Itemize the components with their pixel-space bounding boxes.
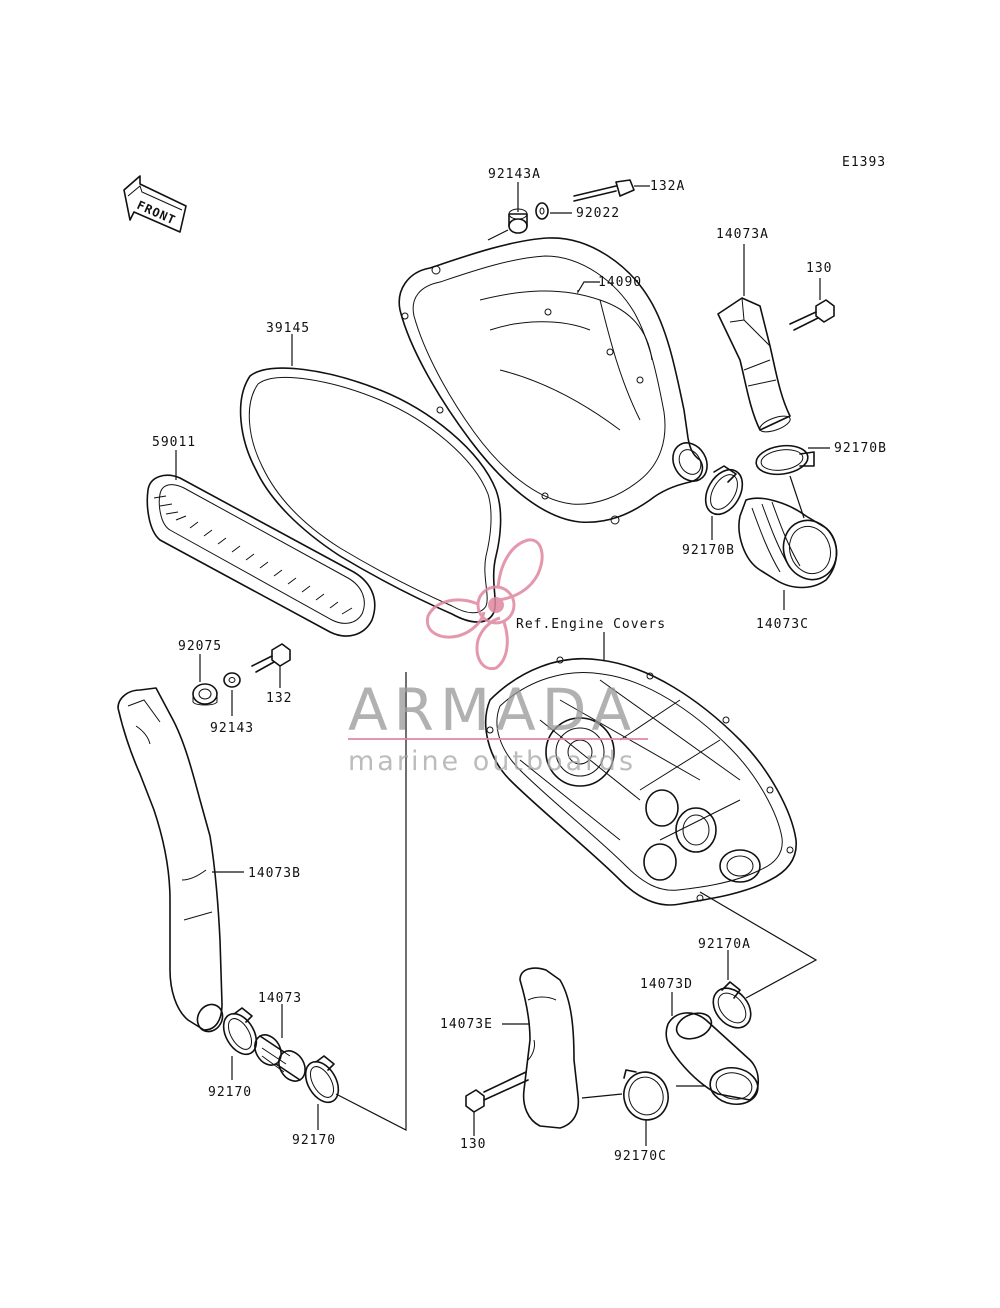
propeller-logo-icon [425, 538, 544, 671]
reference-line-right [699, 891, 818, 999]
label-92170C: 92170C [614, 1149, 667, 1164]
label-92170-right: 92170 [292, 1133, 336, 1148]
grommet-92143A [508, 208, 528, 234]
duct-14073B [117, 687, 224, 1033]
bolt-130-top [789, 299, 835, 331]
label-92143A: 92143A [488, 167, 541, 182]
label-14073B: 14073B [248, 866, 301, 881]
duct-14073E [519, 967, 580, 1129]
label-130-bottom: 130 [460, 1137, 486, 1152]
washer-92143 [223, 672, 241, 688]
belt-59011 [146, 474, 376, 637]
bolt-130-bottom [465, 1071, 529, 1113]
clamp-92170C [623, 1069, 669, 1121]
front-arrow-label: FRONT [135, 198, 178, 228]
label-14090: 14090 [598, 275, 642, 290]
clamp-92170B-right [755, 444, 815, 476]
gasket-39145 [239, 367, 502, 623]
label-14073D: 14073D [640, 977, 693, 992]
outer-cover-14090 [398, 237, 708, 525]
label-14073E: 14073E [440, 1017, 493, 1032]
label-132A: 132A [650, 179, 685, 194]
front-arrow-icon: FRONT [123, 175, 187, 233]
clamp-92170A [712, 981, 752, 1029]
label-14073C: 14073C [756, 617, 809, 632]
clamp-92170-left [222, 1007, 258, 1056]
bolt-132A [573, 179, 635, 202]
label-ref-engine-covers: Ref.Engine Covers [516, 617, 666, 632]
label-92170B-left: 92170B [682, 543, 735, 558]
label-92170B-right: 92170B [834, 441, 887, 456]
clamp-92170B-left [704, 465, 744, 516]
joint-14073 [254, 1034, 306, 1082]
label-39145: 39145 [266, 321, 310, 336]
watermark-rule [348, 738, 648, 740]
label-132: 132 [266, 691, 292, 706]
clamp-92170-right [304, 1055, 340, 1104]
duct-14073A [717, 297, 791, 433]
label-92170-left: 92170 [208, 1085, 252, 1100]
watermark-brand: ARMADA [348, 676, 637, 744]
inner-engine-cover [484, 656, 797, 906]
label-92075: 92075 [178, 639, 222, 654]
diagram-code: E1393 [842, 155, 886, 170]
watermark-tagline: marine outboards [348, 746, 636, 777]
duct-14073D [665, 1012, 760, 1106]
watermark: ARMADA marine outboards [348, 538, 648, 777]
boot-14073C [738, 497, 838, 589]
grommet-92075 [192, 683, 218, 706]
washer-92022 [535, 202, 549, 220]
reference-bracket [335, 672, 407, 1131]
label-59011: 59011 [152, 435, 196, 450]
bolt-132 [251, 643, 291, 673]
label-92022: 92022 [576, 206, 620, 221]
label-92170A: 92170A [698, 937, 751, 952]
label-130-top: 130 [806, 261, 832, 276]
label-14073A: 14073A [716, 227, 769, 242]
label-14073: 14073 [258, 991, 302, 1006]
label-92143: 92143 [210, 721, 254, 736]
